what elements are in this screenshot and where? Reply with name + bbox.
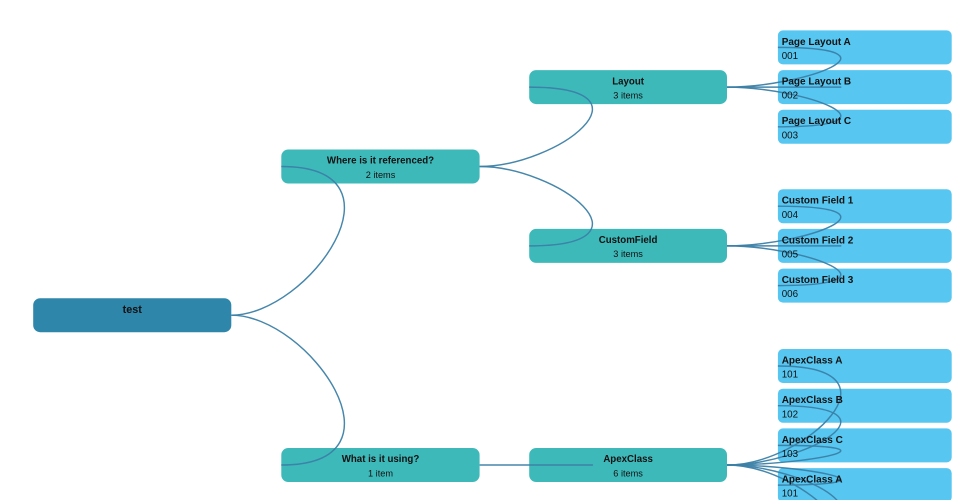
svg-text:102: 102 bbox=[782, 409, 798, 420]
svg-text:ApexClass A: ApexClass A bbox=[782, 355, 843, 366]
svg-text:3 items: 3 items bbox=[613, 249, 643, 259]
svg-text:ApexClass A: ApexClass A bbox=[782, 475, 843, 486]
svg-text:101: 101 bbox=[782, 489, 798, 500]
svg-text:1 item: 1 item bbox=[368, 468, 393, 478]
svg-text:Page Layout C: Page Layout C bbox=[782, 116, 851, 127]
svg-text:test: test bbox=[123, 304, 143, 316]
svg-text:3 items: 3 items bbox=[613, 90, 643, 100]
svg-text:101: 101 bbox=[782, 370, 798, 381]
svg-text:005: 005 bbox=[782, 250, 799, 261]
svg-text:Where is it referenced?: Where is it referenced? bbox=[327, 156, 434, 167]
svg-text:ApexClass C: ApexClass C bbox=[782, 435, 843, 446]
svg-text:What is it using?: What is it using? bbox=[342, 454, 420, 465]
svg-text:Custom Field 3: Custom Field 3 bbox=[782, 275, 854, 286]
svg-text:103: 103 bbox=[782, 449, 799, 460]
svg-text:Page Layout B: Page Layout B bbox=[782, 77, 851, 88]
svg-text:CustomField: CustomField bbox=[599, 235, 658, 246]
svg-text:002: 002 bbox=[782, 91, 798, 102]
svg-text:001: 001 bbox=[782, 51, 798, 62]
svg-text:Custom Field 1: Custom Field 1 bbox=[782, 196, 854, 207]
svg-text:Page Layout A: Page Layout A bbox=[782, 37, 851, 48]
svg-text:004: 004 bbox=[782, 210, 799, 221]
svg-text:ApexClass B: ApexClass B bbox=[782, 395, 843, 406]
svg-text:6 items: 6 items bbox=[613, 468, 643, 478]
svg-text:006: 006 bbox=[782, 289, 799, 300]
svg-text:2 items: 2 items bbox=[366, 170, 396, 180]
svg-text:ApexClass: ApexClass bbox=[603, 454, 653, 465]
svg-text:Layout: Layout bbox=[612, 76, 645, 87]
svg-text:Custom Field 2: Custom Field 2 bbox=[782, 235, 854, 246]
svg-text:003: 003 bbox=[782, 130, 799, 141]
